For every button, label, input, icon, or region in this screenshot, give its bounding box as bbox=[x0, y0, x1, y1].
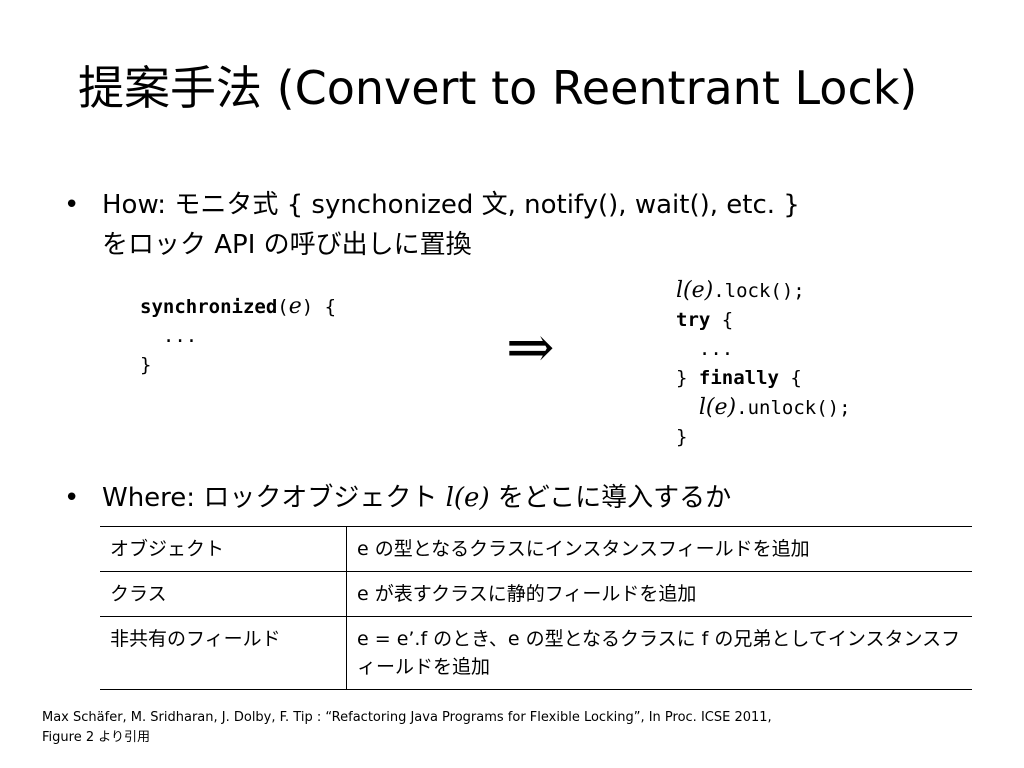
code-paren: ( bbox=[277, 296, 289, 318]
table-row: クラス e が表すクラスに静的フィールドを追加 bbox=[100, 571, 972, 617]
code-keyword-synchronized: synchronized bbox=[140, 296, 278, 318]
bullet-how: • How: モニタ式 { synchonized 文, notify(), w… bbox=[64, 185, 964, 265]
bullet-dot: • bbox=[64, 190, 80, 220]
table-cell-key: クラス bbox=[100, 571, 347, 617]
code-paren-brace: ) { bbox=[301, 296, 337, 318]
table-cell-value: e = e’.f のとき、e の型となるクラスに f の兄弟としてインスタンスフ… bbox=[346, 616, 972, 690]
code-close-brace: } bbox=[676, 367, 699, 389]
code-dots: ... bbox=[676, 338, 734, 360]
code-finally-brace: { bbox=[778, 367, 802, 389]
citation-line1: Max Schäfer, M. Sridharan, J. Dolby, F. … bbox=[42, 710, 772, 725]
code-before: synchronized(e) { ... } bbox=[140, 292, 336, 380]
bullet-where-prefix: Where: ロックオブジェクト bbox=[102, 483, 446, 513]
code-var-e: e bbox=[288, 294, 302, 319]
code-after: l(e).lock(); try { ... } finally { l(e).… bbox=[676, 276, 851, 452]
code-keyword-finally: finally bbox=[698, 367, 779, 389]
code-dots: ... bbox=[140, 325, 198, 347]
table-row: 非共有のフィールド e = e’.f のとき、e の型となるクラスに f の兄弟… bbox=[100, 616, 972, 690]
code-unlock-call: .unlock(); bbox=[736, 397, 851, 419]
slide-title: 提案手法 (Convert to Reentrant Lock) bbox=[78, 61, 918, 115]
bullet-where-expr: l(e) bbox=[445, 483, 490, 513]
table-cell-value: e の型となるクラスにインスタンスフィールドを追加 bbox=[346, 526, 972, 572]
code-try-brace: { bbox=[710, 309, 734, 331]
placement-table: オブジェクト e の型となるクラスにインスタンスフィールドを追加 クラス e が… bbox=[100, 526, 972, 690]
citation-footer: Max Schäfer, M. Sridharan, J. Dolby, F. … bbox=[42, 708, 982, 748]
bullet-how-line1: How: モニタ式 { synchonized 文, notify(), wai… bbox=[102, 190, 800, 220]
citation-line2: Figure 2 より引用 bbox=[42, 730, 150, 745]
table-cell-key: 非共有のフィールド bbox=[100, 616, 347, 690]
table-row: オブジェクト e の型となるクラスにインスタンスフィールドを追加 bbox=[100, 526, 972, 572]
bullet-where-text: Where: ロックオブジェクト l(e) をどこに導入するか bbox=[102, 478, 964, 518]
code-close-brace: } bbox=[140, 354, 152, 376]
transform-arrow-icon: ⇒ bbox=[506, 313, 555, 381]
bullet-dot: • bbox=[64, 483, 80, 513]
code-indent bbox=[676, 397, 699, 419]
code-lock-var: l(e) bbox=[676, 278, 714, 303]
bullet-how-line2: をロック API の呼び出しに置換 bbox=[102, 230, 472, 260]
code-keyword-try: try bbox=[676, 309, 711, 331]
table-cell-key: オブジェクト bbox=[100, 526, 347, 572]
table-cell-value: e が表すクラスに静的フィールドを追加 bbox=[346, 571, 972, 617]
code-lock-call: .lock(); bbox=[713, 280, 805, 302]
code-unlock-var: l(e) bbox=[698, 395, 737, 420]
code-end-brace: } bbox=[676, 426, 688, 448]
bullet-where-suffix: をどこに導入するか bbox=[489, 483, 732, 513]
bullet-where: • Where: ロックオブジェクト l(e) をどこに導入するか bbox=[64, 478, 964, 518]
